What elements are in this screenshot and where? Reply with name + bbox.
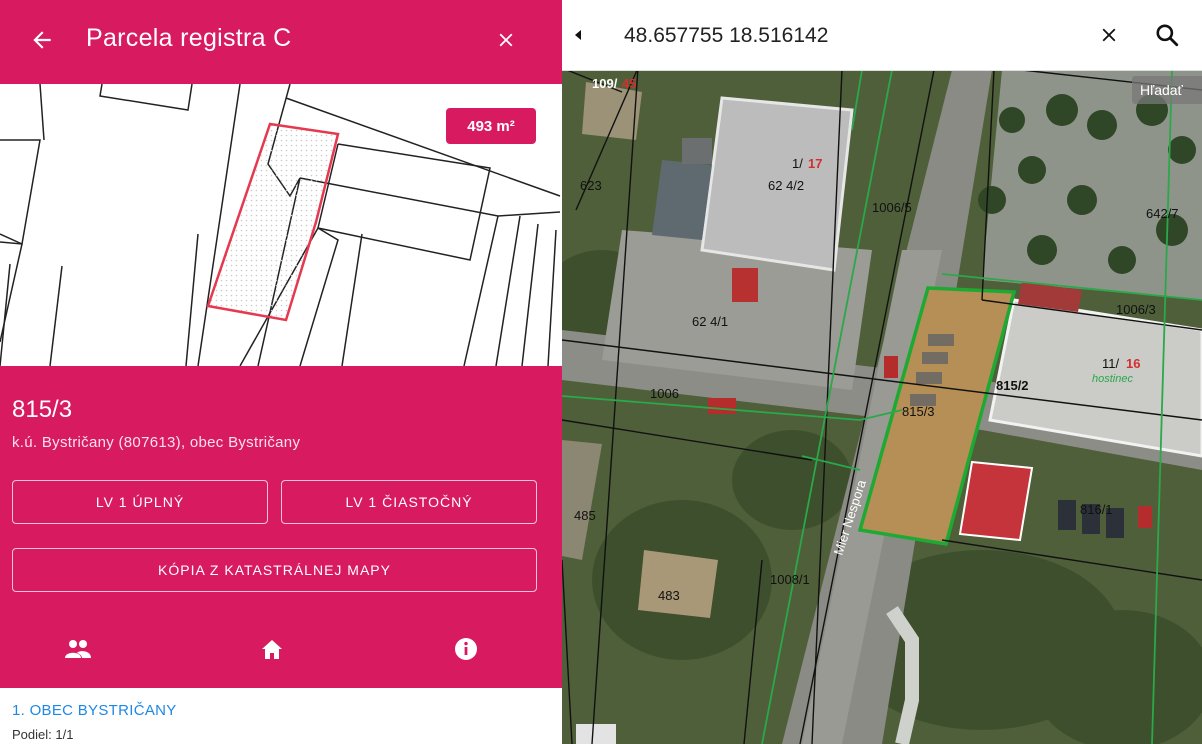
area-badge: 493 m² bbox=[446, 108, 536, 144]
map-copy-button[interactable]: KÓPIA Z KATASTRÁLNEJ MAPY bbox=[12, 548, 537, 592]
map-label-1008-1: 1008/1 bbox=[770, 572, 810, 587]
search-bar bbox=[562, 0, 1202, 71]
aerial-map: 109/ 45 623 1/ 17 62 4/2 1006/5 642/7 10… bbox=[562, 0, 1202, 744]
map-label-1006-3: 1006/3 bbox=[1116, 302, 1156, 317]
parcel-location: k.ú. Bystričany (807613), obec Bystričan… bbox=[12, 434, 301, 451]
back-button[interactable] bbox=[26, 22, 58, 58]
map-label-109: 109/ bbox=[592, 76, 618, 91]
map-label-815-3: 815/3 bbox=[902, 404, 935, 419]
map-label-624-1: 62 4/1 bbox=[692, 314, 728, 329]
map-label-1006: 1006 bbox=[650, 386, 679, 401]
close-icon bbox=[499, 33, 513, 47]
map-label-1006-5: 1006/5 bbox=[872, 200, 912, 215]
owner-share: Podiel: 1/1 bbox=[12, 727, 74, 742]
map-label-816-1: 816/1 bbox=[1080, 502, 1113, 517]
home-icon bbox=[262, 640, 282, 659]
close-icon bbox=[1102, 28, 1116, 42]
tab-owners[interactable] bbox=[58, 632, 98, 666]
tab-info[interactable] bbox=[446, 632, 486, 666]
map-label-hostinec: hostinec bbox=[1092, 373, 1133, 385]
map-label-623: 623 bbox=[580, 178, 602, 193]
lv-partial-button[interactable]: LV 1 ČIASTOČNÝ bbox=[281, 480, 537, 524]
search-icon bbox=[1156, 24, 1179, 47]
clear-search-button[interactable] bbox=[1094, 20, 1124, 50]
map-label-642-7: 642/7 bbox=[1146, 206, 1179, 221]
parcel-number: 815/3 bbox=[12, 396, 73, 423]
map-label-815-2: 815/2 bbox=[996, 378, 1029, 393]
owner-heading[interactable]: 1. OBEC BYSTRIČANY bbox=[12, 702, 177, 719]
map-label-485: 485 bbox=[574, 508, 596, 523]
map-label-building-11b: 16 bbox=[1126, 356, 1140, 371]
parcel-info: 815/3 k.ú. Bystričany (807613), obec Bys… bbox=[0, 366, 562, 688]
minimap-drawing bbox=[0, 83, 561, 367]
map-label-building-1: 1/ bbox=[792, 156, 803, 171]
collapse-panel-handle[interactable] bbox=[562, 0, 594, 70]
map-label-624-2: 62 4/2 bbox=[768, 178, 804, 193]
map-label-109b: 45 bbox=[622, 76, 636, 91]
map-search-label[interactable]: Hľadať bbox=[1132, 76, 1202, 104]
map-label-building-1b: 17 bbox=[808, 156, 822, 171]
panel-header: Parcela registra C bbox=[0, 0, 562, 84]
map-label-building-11: 11/ bbox=[1102, 356, 1119, 371]
parcel-panel: Parcela registra C bbox=[0, 0, 562, 744]
search-button[interactable] bbox=[1150, 18, 1184, 52]
coordinate-search-input[interactable] bbox=[622, 18, 1066, 54]
arrow-left-icon bbox=[33, 31, 51, 49]
info-icon bbox=[455, 638, 477, 660]
lv-full-button[interactable]: LV 1 ÚPLNÝ bbox=[12, 480, 268, 524]
cadastral-map[interactable]: 109/ 45 623 1/ 17 62 4/2 1006/5 642/7 10… bbox=[562, 0, 1202, 744]
close-panel-button[interactable] bbox=[490, 22, 522, 58]
tab-building[interactable] bbox=[252, 632, 292, 666]
caret-left-icon bbox=[575, 30, 581, 40]
people-icon bbox=[65, 640, 91, 658]
map-label-483: 483 bbox=[658, 588, 680, 603]
panel-title: Parcela registra C bbox=[86, 24, 292, 52]
